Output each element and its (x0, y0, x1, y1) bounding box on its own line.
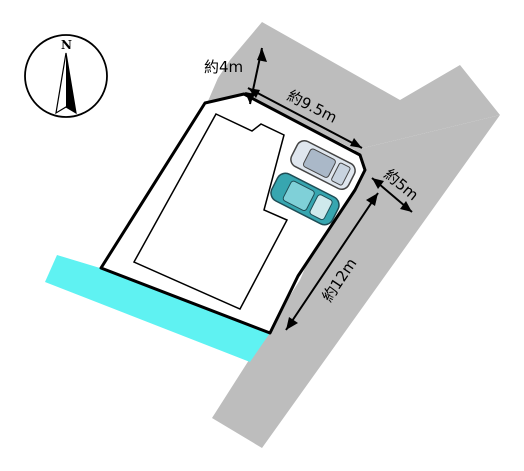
waterway (45, 255, 272, 362)
compass: N (24, 34, 108, 118)
parked-car-teal (270, 172, 340, 226)
compass-north-label: N (61, 38, 72, 52)
north-road (205, 22, 500, 150)
dimension-label-top-road: 約4m (204, 58, 243, 76)
building-footprint (132, 113, 289, 310)
parked-car-white (290, 140, 356, 190)
dimension-top-road: 約4m (204, 47, 267, 105)
east-road (212, 115, 500, 448)
